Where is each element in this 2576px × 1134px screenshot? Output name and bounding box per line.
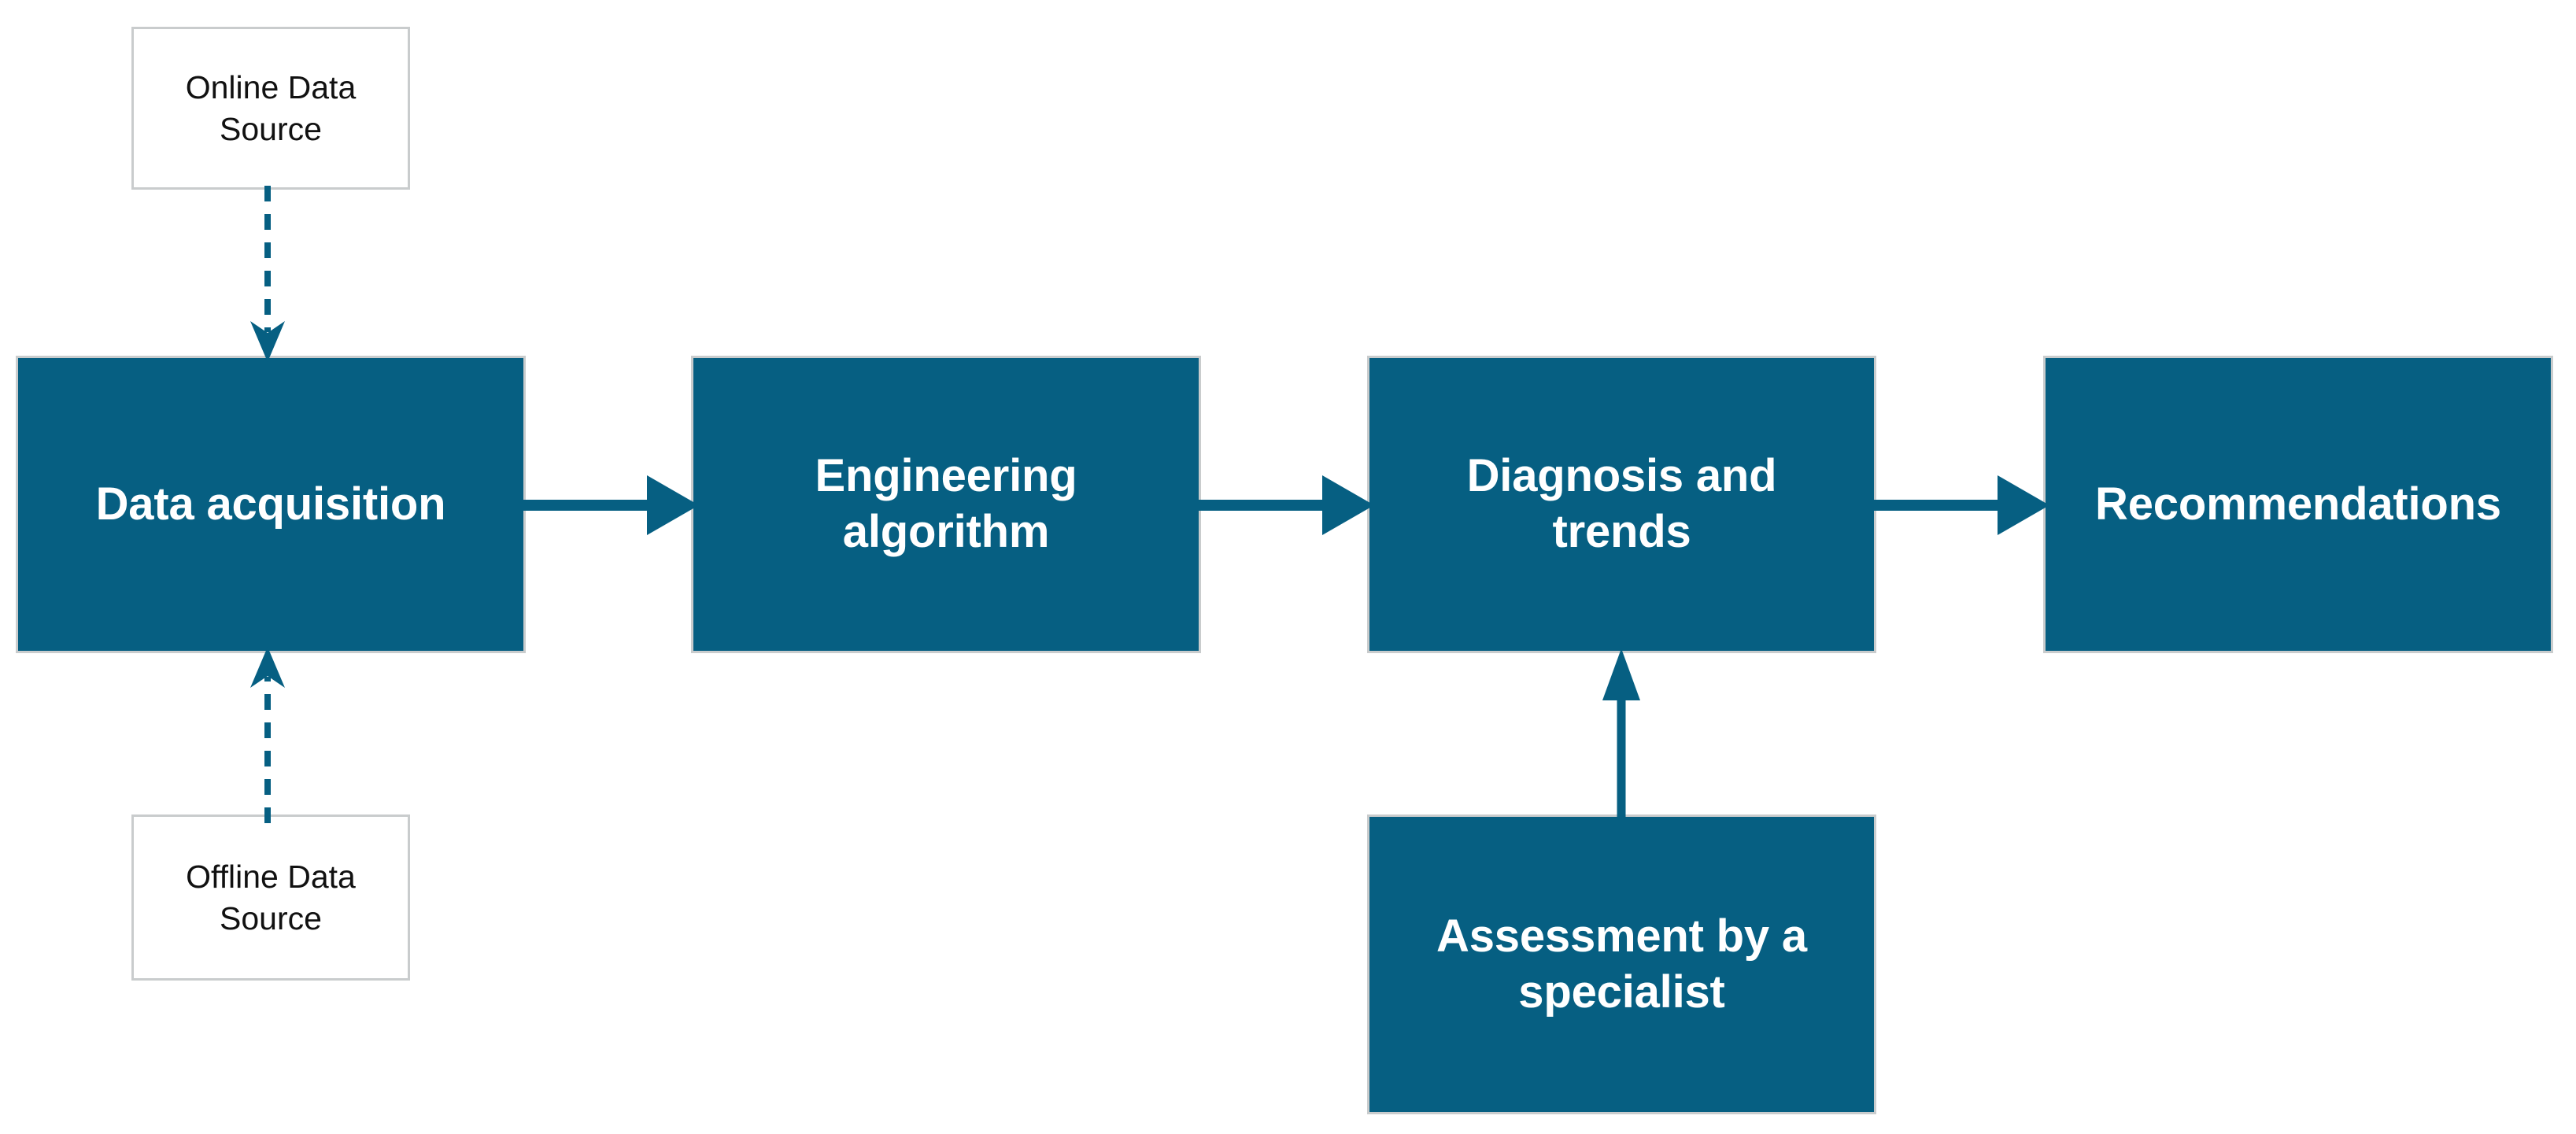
node-online-data-source-label: Online Data Source	[185, 69, 357, 147]
edge-assessment-to-diagnosis-arrow	[1598, 647, 1645, 822]
node-recommendations-label: Recommendations	[2095, 478, 2501, 530]
edge-engineering-to-diagnosis-arrow	[1195, 472, 1376, 538]
node-assessment-by-a-specialist-label: Assessment by a specialist	[1436, 910, 1807, 1018]
node-diagnosis-and-trends[interactable]: Diagnosis and trends	[1367, 356, 1876, 653]
node-offline-data-source-label: Offline Data Source	[186, 859, 356, 936]
node-offline-data-source[interactable]: Offline Data Source	[131, 814, 410, 981]
node-online-data-source[interactable]: Online Data Source	[131, 27, 410, 190]
edge-acquisition-to-engineering-arrow	[519, 472, 700, 538]
edge-online-to-acquisition-arrow	[244, 186, 291, 364]
node-recommendations[interactable]: Recommendations	[2043, 356, 2553, 653]
node-data-acquisition-label: Data acquisition	[95, 478, 446, 530]
node-diagnosis-and-trends-label: Diagnosis and trends	[1466, 450, 1777, 557]
node-engineering-algorithm[interactable]: Engineering algorithm	[691, 356, 1201, 653]
edge-diagnosis-to-recommendations-arrow	[1870, 472, 2051, 538]
node-engineering-algorithm-label: Engineering algorithm	[815, 450, 1077, 557]
node-data-acquisition[interactable]: Data acquisition	[16, 356, 526, 653]
node-assessment-by-a-specialist[interactable]: Assessment by a specialist	[1367, 814, 1876, 1114]
edge-offline-to-acquisition-arrow	[244, 645, 291, 823]
